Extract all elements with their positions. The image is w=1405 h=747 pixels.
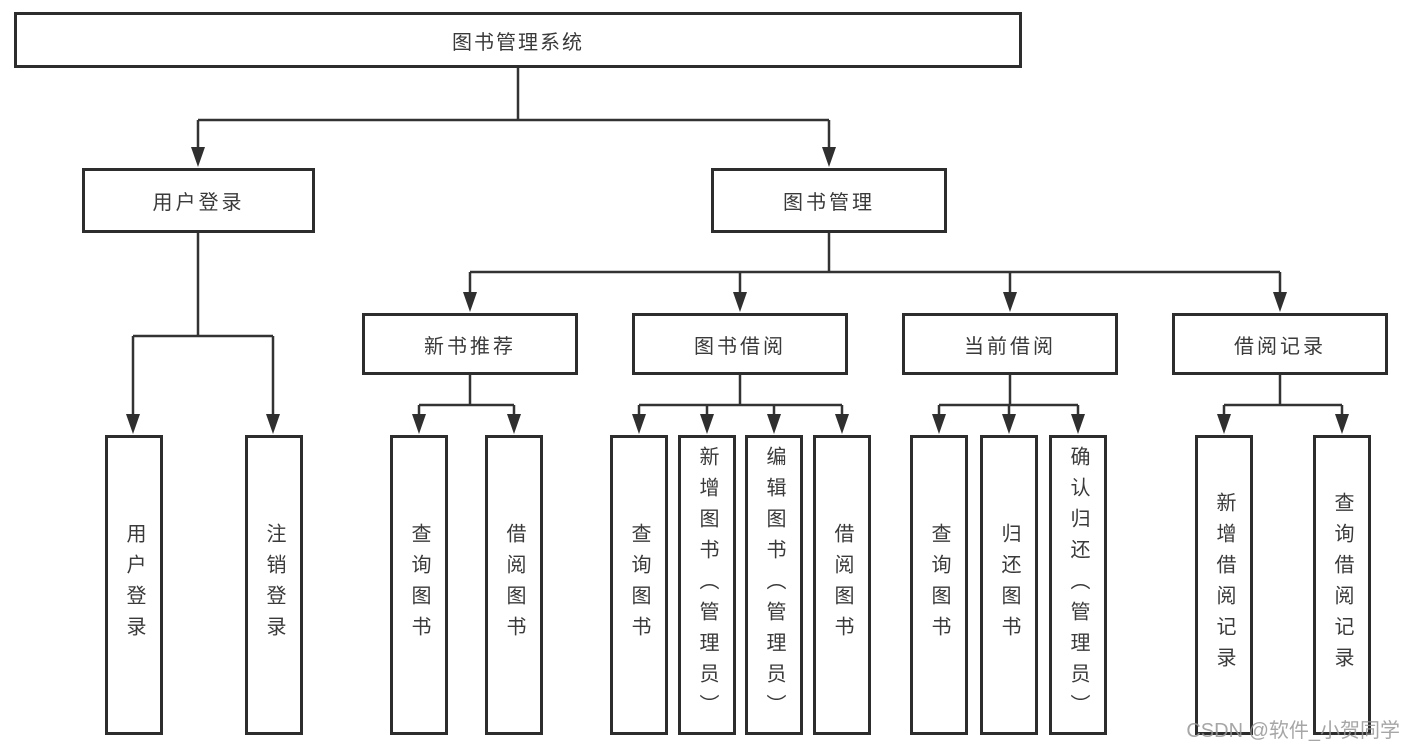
leaf-confirm-return-admin: 确认归还（管理员） — [1049, 435, 1107, 735]
leaf-add-borrow-record-label: 新增借阅记录 — [1213, 492, 1235, 678]
leaf-borrow-books: 借阅图书 — [813, 435, 871, 735]
leaf-recommend-query-books: 查询图书 — [390, 435, 448, 735]
leaf-return-books: 归还图书 — [980, 435, 1038, 735]
leaf-recommend-borrow-books: 借阅图书 — [485, 435, 543, 735]
leaf-borrow-query-books-label: 查询图书 — [628, 523, 650, 647]
leaf-borrow-query-books: 查询图书 — [610, 435, 668, 735]
node-book-borrow-label: 图书借阅 — [694, 335, 786, 358]
node-user-login-group-label: 用户登录 — [152, 192, 245, 214]
leaf-recommend-borrow-books-label: 借阅图书 — [503, 523, 525, 647]
node-book-management: 图书管理 — [711, 168, 947, 233]
leaf-user-login: 用户登录 — [105, 435, 163, 735]
leaf-logout-label: 注销登录 — [263, 523, 285, 647]
node-borrow-records-label: 借阅记录 — [1234, 335, 1326, 358]
leaf-recommend-query-books-label: 查询图书 — [408, 523, 430, 647]
leaf-query-borrow-record-label: 查询借阅记录 — [1331, 492, 1353, 678]
leaf-current-query-books: 查询图书 — [910, 435, 968, 735]
leaf-query-borrow-record: 查询借阅记录 — [1313, 435, 1371, 735]
csdn-watermark: CSDN @软件_小贺同学 — [1186, 720, 1400, 742]
node-library-system-label: 图书管理系统 — [452, 31, 584, 54]
leaf-confirm-return-admin-label: 确认归还（管理员） — [1067, 445, 1089, 725]
leaf-user-login-label: 用户登录 — [123, 523, 145, 647]
leaf-add-books-admin: 新增图书（管理员） — [678, 435, 736, 735]
leaf-current-query-books-label: 查询图书 — [928, 523, 950, 647]
leaf-add-books-admin-label: 新增图书（管理员） — [696, 445, 718, 725]
node-current-borrow-label: 当前借阅 — [964, 335, 1056, 358]
node-book-management-label: 图书管理 — [783, 192, 875, 214]
leaf-edit-books-admin-label: 编辑图书（管理员） — [763, 445, 785, 725]
node-new-book-recommend-label: 新书推荐 — [424, 335, 516, 358]
leaf-return-books-label: 归还图书 — [998, 523, 1020, 647]
leaf-edit-books-admin: 编辑图书（管理员） — [745, 435, 803, 735]
node-current-borrow: 当前借阅 — [902, 313, 1118, 375]
leaf-add-borrow-record: 新增借阅记录 — [1195, 435, 1253, 735]
node-borrow-records: 借阅记录 — [1172, 313, 1388, 375]
node-library-system: 图书管理系统 — [14, 12, 1022, 68]
node-new-book-recommend: 新书推荐 — [362, 313, 578, 375]
leaf-logout: 注销登录 — [245, 435, 303, 735]
node-user-login-group: 用户登录 — [82, 168, 315, 233]
leaf-borrow-books-label: 借阅图书 — [831, 523, 853, 647]
node-book-borrow: 图书借阅 — [632, 313, 848, 375]
